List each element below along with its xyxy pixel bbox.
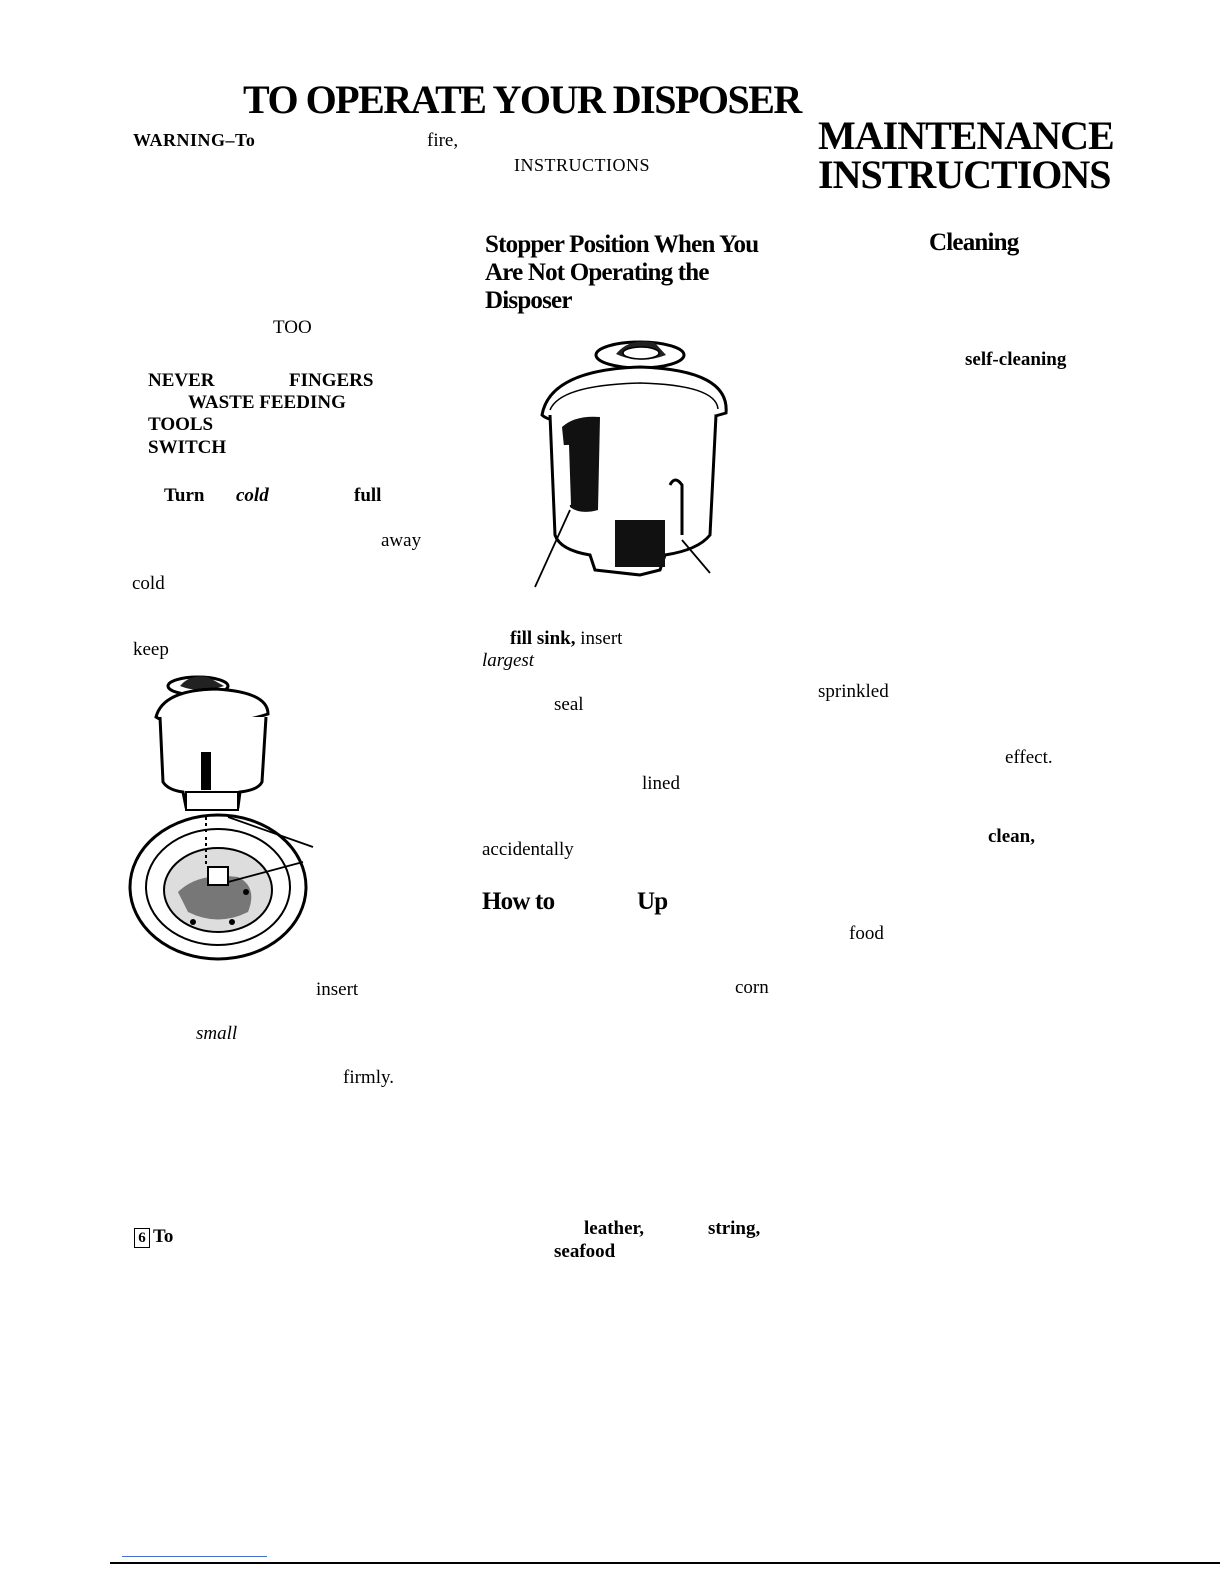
text-cold: cold: [132, 573, 165, 594]
text-tools: TOOLS: [148, 414, 214, 435]
stopper-heading-line2: Are Not Operating the: [485, 259, 709, 286]
step-number-box: 6: [134, 1227, 150, 1248]
warning-label: WARNING–To: [133, 130, 256, 150]
text-full: full: [354, 485, 382, 506]
cleaning-heading: Cleaning: [929, 229, 1019, 256]
text-waste-feeding: WASTE FEEDING: [188, 392, 346, 413]
text-seal: seal: [554, 694, 584, 715]
text-clean: clean,: [988, 826, 1035, 847]
text-lined: lined: [642, 773, 680, 794]
text-corn: corn: [735, 977, 769, 998]
text-turn: Turn: [164, 485, 205, 506]
maintenance-heading: MAINTENANCE: [818, 113, 1115, 158]
text-how-to: How to: [482, 888, 555, 915]
text-fingers: FINGERS: [289, 370, 374, 391]
text-up: Up: [637, 888, 668, 915]
text-fire: fire,: [427, 130, 459, 151]
text-small: small: [196, 1023, 238, 1044]
step-6-text: To: [153, 1226, 174, 1247]
text-firmly: firmly.: [343, 1067, 395, 1088]
text-switch: SWITCH: [148, 437, 227, 458]
instructions-heading: INSTRUCTIONS: [818, 152, 1112, 197]
text-seafood: seafood: [554, 1241, 616, 1262]
text-effect: effect.: [1005, 747, 1053, 768]
text-fill-sink: fill sink, insert: [510, 629, 622, 648]
text-never: NEVER: [148, 370, 215, 391]
text-instructions: INSTRUCTIONS: [514, 155, 651, 175]
page-title: TO OPERATE YOUR DISPOSER: [243, 77, 802, 122]
stopper-in-drain-illustration: [128, 675, 314, 961]
text-largest: largest: [482, 650, 535, 671]
text-insert-middle: insert: [580, 628, 623, 649]
text-self-cleaning: self-cleaning: [965, 349, 1067, 370]
text-accidentally: accidentally: [482, 839, 574, 860]
text-sprinkled: sprinkled: [818, 681, 889, 702]
text-away: away: [381, 530, 422, 551]
text-food: food: [849, 923, 884, 944]
stopper-up-illustration: [534, 340, 728, 588]
text-too: TOO: [273, 317, 312, 338]
stopper-heading-line3: Disposer: [485, 287, 572, 314]
text-insert-left: insert: [316, 979, 359, 1000]
footer-link-underline: [122, 1556, 267, 1557]
text-fill-sink-bold: fill sink,: [510, 628, 576, 649]
footer-rule: [110, 1562, 1220, 1564]
text-leather: leather,: [584, 1218, 644, 1239]
text-string: string,: [708, 1218, 761, 1239]
stopper-heading-line1: Stopper Position When You: [485, 231, 759, 258]
text-keep: keep: [133, 639, 169, 660]
text-cold-italic: cold: [236, 485, 269, 506]
